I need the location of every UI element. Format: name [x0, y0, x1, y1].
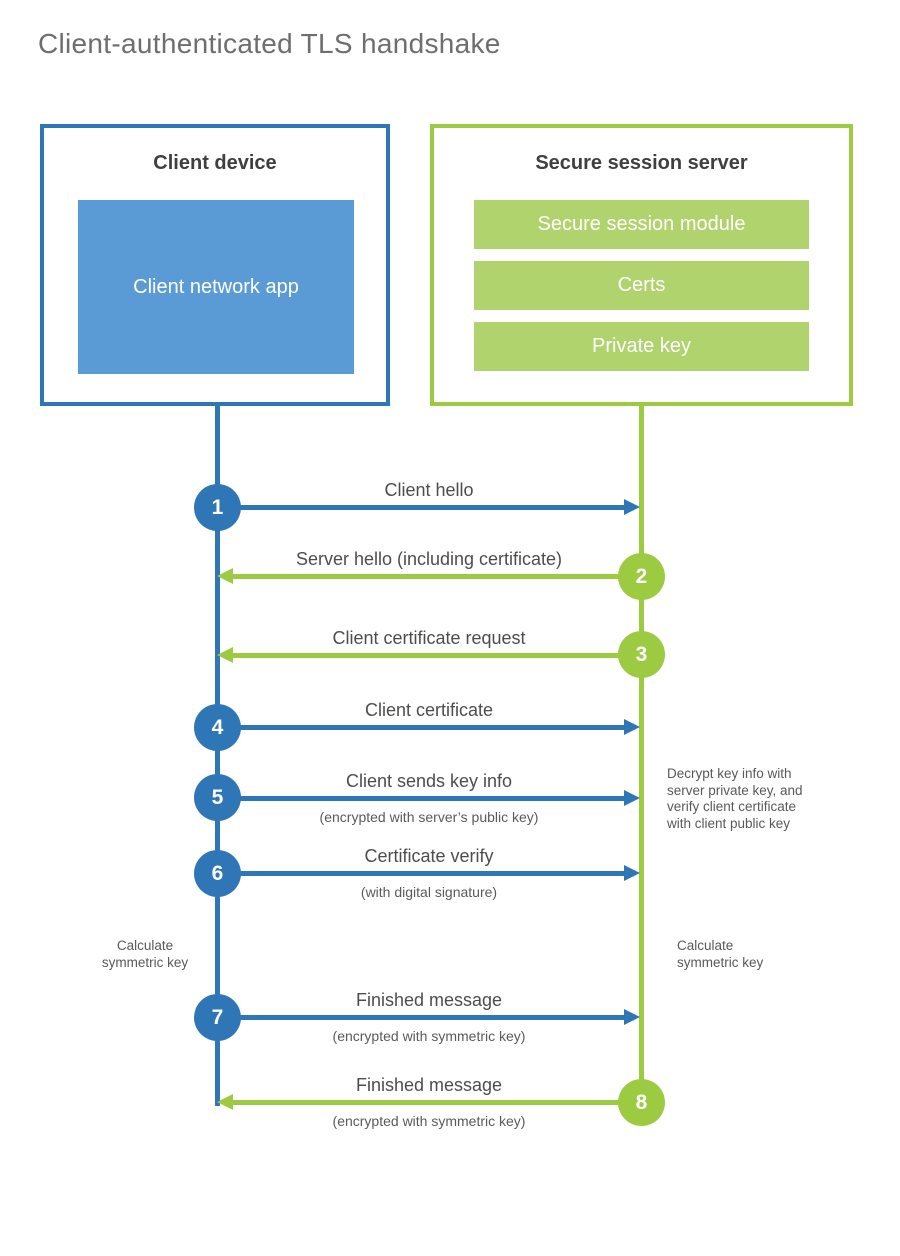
step-number-6: 6	[211, 861, 224, 885]
step-number-1: 1	[211, 495, 224, 519]
step-number-4: 4	[211, 715, 224, 739]
message-arrow-7	[240, 1015, 624, 1020]
message-arrow-2	[233, 574, 620, 579]
arrowhead-right-icon	[624, 865, 640, 881]
message-label-3: Client certificate request	[332, 628, 526, 648]
note-line: server private key, and	[667, 782, 803, 798]
step-circle-4: 4	[194, 704, 241, 751]
step-circle-1: 1	[194, 484, 241, 531]
message-arrow-1	[240, 505, 624, 510]
message-arrow-8	[233, 1100, 620, 1105]
server-box: Secure session server Secure session mod…	[430, 124, 853, 406]
step-number-3: 3	[635, 642, 648, 666]
message-label-8: Finished message	[355, 1075, 503, 1095]
arrowhead-left-icon	[217, 647, 233, 663]
message-label-6: Certificate verify	[364, 846, 494, 866]
step-number-5: 5	[211, 785, 224, 809]
server-module-secure-session: Secure session module	[474, 200, 809, 249]
client-calculate-note: Calculate symmetric key	[85, 938, 205, 971]
message-sublabel-8: (encrypted with symmetric key)	[332, 1113, 526, 1129]
server-title: Secure session server	[535, 152, 748, 174]
message-arrow-3	[233, 653, 620, 658]
arrowhead-right-icon	[624, 719, 640, 735]
arrowhead-left-icon	[217, 1094, 233, 1110]
message-label-2: Server hello (including certificate)	[295, 549, 563, 569]
arrowhead-right-icon	[624, 790, 640, 806]
arrowhead-right-icon	[624, 499, 640, 515]
message-arrow-4	[240, 725, 624, 730]
arrowhead-right-icon	[624, 1009, 640, 1025]
server-lifeline	[639, 406, 644, 1102]
message-sublabel-6: (with digital signature)	[360, 884, 498, 900]
note-line: with client public key	[667, 815, 791, 831]
client-network-app-label: Client network app	[133, 275, 299, 298]
message-sublabel-5: (encrypted with server’s public key)	[319, 809, 539, 825]
message-arrow-6	[240, 871, 624, 876]
server-module-private-key: Private key	[474, 322, 809, 371]
server-calculate-note: Calculate symmetric key	[677, 938, 797, 971]
step-number-7: 7	[211, 1005, 224, 1029]
step-number-8: 8	[635, 1090, 648, 1114]
note-line: symmetric key	[101, 954, 189, 970]
note-line: Calculate	[116, 938, 174, 953]
client-device-box: Client device Client network app	[40, 124, 390, 406]
message-label-7: Finished message	[355, 990, 503, 1010]
client-network-app-box: Client network app	[78, 200, 354, 374]
note-line: verify client certificate	[667, 799, 797, 814]
page-title: Client-authenticated TLS handshake	[38, 28, 501, 59]
note-line: symmetric key	[677, 954, 764, 970]
step-number-2: 2	[635, 564, 648, 588]
step-circle-2: 2	[618, 553, 665, 600]
message-label-5: Client sends key info	[345, 771, 513, 791]
server-module-certs: Certs	[474, 261, 809, 310]
message-label-4: Client certificate	[364, 700, 494, 720]
message-arrow-5	[240, 796, 624, 801]
client-device-title: Client device	[153, 152, 277, 174]
arrowhead-left-icon	[217, 568, 233, 584]
step-circle-8: 8	[618, 1079, 665, 1126]
message-label-1: Client hello	[384, 480, 474, 500]
step-circle-6: 6	[194, 850, 241, 897]
message-sublabel-7: (encrypted with symmetric key)	[332, 1028, 526, 1044]
note-line: Calculate	[677, 938, 734, 953]
step-circle-5: 5	[194, 774, 241, 821]
client-lifeline	[215, 406, 220, 1106]
step-circle-3: 3	[618, 631, 665, 678]
step-circle-7: 7	[194, 994, 241, 1041]
note-line: Decrypt key info with	[667, 766, 792, 781]
server-decrypt-note: Decrypt key info with server private key…	[667, 766, 847, 832]
